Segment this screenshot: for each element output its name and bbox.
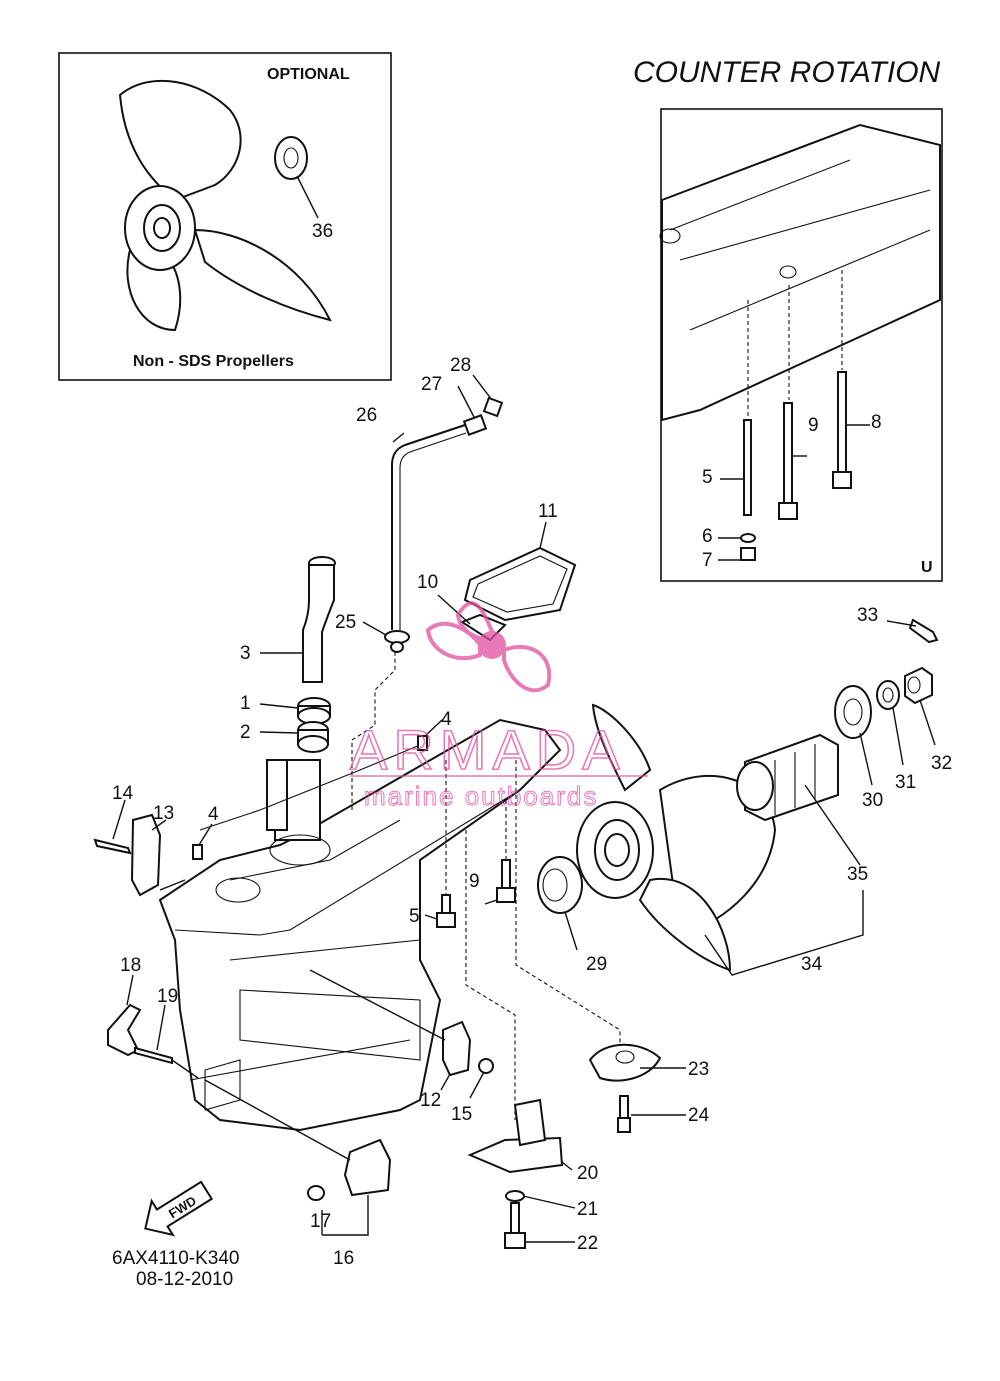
counter-rotation-detail-box: 8 9 5 6 7 U	[659, 108, 943, 582]
label-24: 24	[688, 1105, 710, 1126]
seal-2-icon	[297, 721, 329, 753]
drawing-code: 6AX4110-K340	[112, 1248, 239, 1269]
label-4-left: 4	[208, 804, 219, 825]
water-tube-26-icon	[391, 424, 467, 630]
page-title: COUNTER ROTATION	[633, 56, 941, 89]
watermark-brand: ARMADA	[350, 718, 626, 781]
grille-16-icon	[343, 1138, 392, 1197]
bolt-9-icon	[496, 859, 516, 903]
label-29: 29	[586, 954, 607, 975]
bolt-5-icon	[436, 894, 456, 928]
label-9-detail: 9	[808, 415, 819, 436]
label-3: 3	[240, 643, 251, 664]
label-22: 22	[577, 1233, 598, 1254]
stud-bolt-5-icon	[743, 419, 752, 516]
anode-18-icon	[107, 1003, 142, 1057]
label-30: 30	[862, 790, 883, 811]
drawing-date: 08-12-2010	[136, 1269, 233, 1290]
label-5: 5	[409, 906, 420, 927]
fwd-arrow-icon: FWD	[144, 1180, 214, 1237]
label-31: 31	[895, 772, 916, 793]
housing-flange-icon	[659, 123, 941, 422]
label-26: 26	[356, 405, 377, 426]
label-35: 35	[847, 864, 868, 885]
washer-21-icon	[505, 1190, 525, 1202]
bolt-19-icon	[134, 1046, 173, 1065]
watermark-tagline: marine outboards	[364, 781, 598, 811]
seal-1-icon	[297, 697, 331, 725]
washer-6-icon	[740, 533, 756, 543]
label-25: 25	[335, 612, 356, 633]
label-1: 1	[240, 693, 251, 714]
dowel-4-left-icon	[192, 844, 203, 860]
screw-14-icon	[93, 838, 132, 855]
leader-lines	[112, 374, 936, 1243]
washer-31-icon	[876, 680, 900, 710]
bolt-9-icon	[778, 402, 798, 520]
screw-24-icon	[617, 1095, 631, 1133]
cover-13-icon	[130, 813, 162, 897]
label-36: 36	[312, 221, 333, 242]
optional-propeller-box: OPTIONAL 36 Non - SDS Propellers	[58, 52, 392, 381]
optional-caption: Non - SDS Propellers	[133, 353, 294, 370]
nut-15-icon	[478, 1058, 494, 1074]
label-15: 15	[451, 1104, 472, 1125]
label-27: 27	[421, 374, 442, 395]
label-14: 14	[112, 783, 134, 804]
label-11: 11	[538, 501, 558, 522]
spacer-36-icon	[274, 136, 319, 219]
nut-17-icon	[307, 1185, 325, 1201]
label-9: 9	[469, 871, 480, 892]
label-23: 23	[688, 1059, 709, 1080]
clip-28-icon	[482, 396, 504, 418]
label-33: 33	[857, 605, 878, 626]
label-17: 17	[310, 1211, 331, 1232]
cotter-pin-33-icon	[908, 618, 939, 644]
spacer-35-icon	[736, 733, 839, 822]
thrust-washer-29-icon	[537, 856, 583, 914]
propeller-34-icon	[576, 703, 777, 972]
grommet-25-icon	[384, 630, 410, 653]
label-12: 12	[420, 1090, 441, 1111]
label-4-right: 4	[441, 709, 452, 730]
propeller-icon	[118, 79, 332, 332]
pipe-3-icon	[302, 556, 336, 683]
armada-watermark: ARMADA marine outboards	[349, 601, 648, 812]
label-5-detail: 5	[702, 467, 713, 488]
dowel-4-right-icon	[417, 735, 428, 751]
label-32: 32	[931, 753, 952, 774]
propeller-logo-icon	[425, 601, 552, 693]
washer-30-icon	[834, 685, 872, 739]
label-13: 13	[153, 803, 174, 824]
optional-title: OPTIONAL	[267, 66, 350, 83]
label-2: 2	[240, 722, 251, 743]
bolt-22-icon	[504, 1202, 526, 1249]
grille-12-icon	[442, 1020, 472, 1077]
label-34: 34	[801, 954, 823, 975]
label-16: 16	[333, 1248, 354, 1269]
label-10: 10	[417, 572, 438, 593]
label-18: 18	[120, 955, 141, 976]
nut-7-icon	[740, 547, 756, 561]
variant-letter: U	[921, 559, 933, 576]
trim-tab-20-icon	[467, 1098, 564, 1174]
anode-23-icon	[588, 1043, 662, 1082]
label-28: 28	[450, 355, 471, 376]
label-19: 19	[157, 986, 178, 1007]
bolt-8-icon	[832, 371, 852, 489]
label-20: 20	[577, 1163, 598, 1184]
seal-27-icon	[462, 414, 488, 436]
label-6: 6	[702, 526, 713, 547]
label-8: 8	[871, 412, 882, 433]
label-21: 21	[577, 1199, 598, 1220]
nut-32-icon	[904, 666, 933, 705]
label-7: 7	[702, 550, 713, 571]
